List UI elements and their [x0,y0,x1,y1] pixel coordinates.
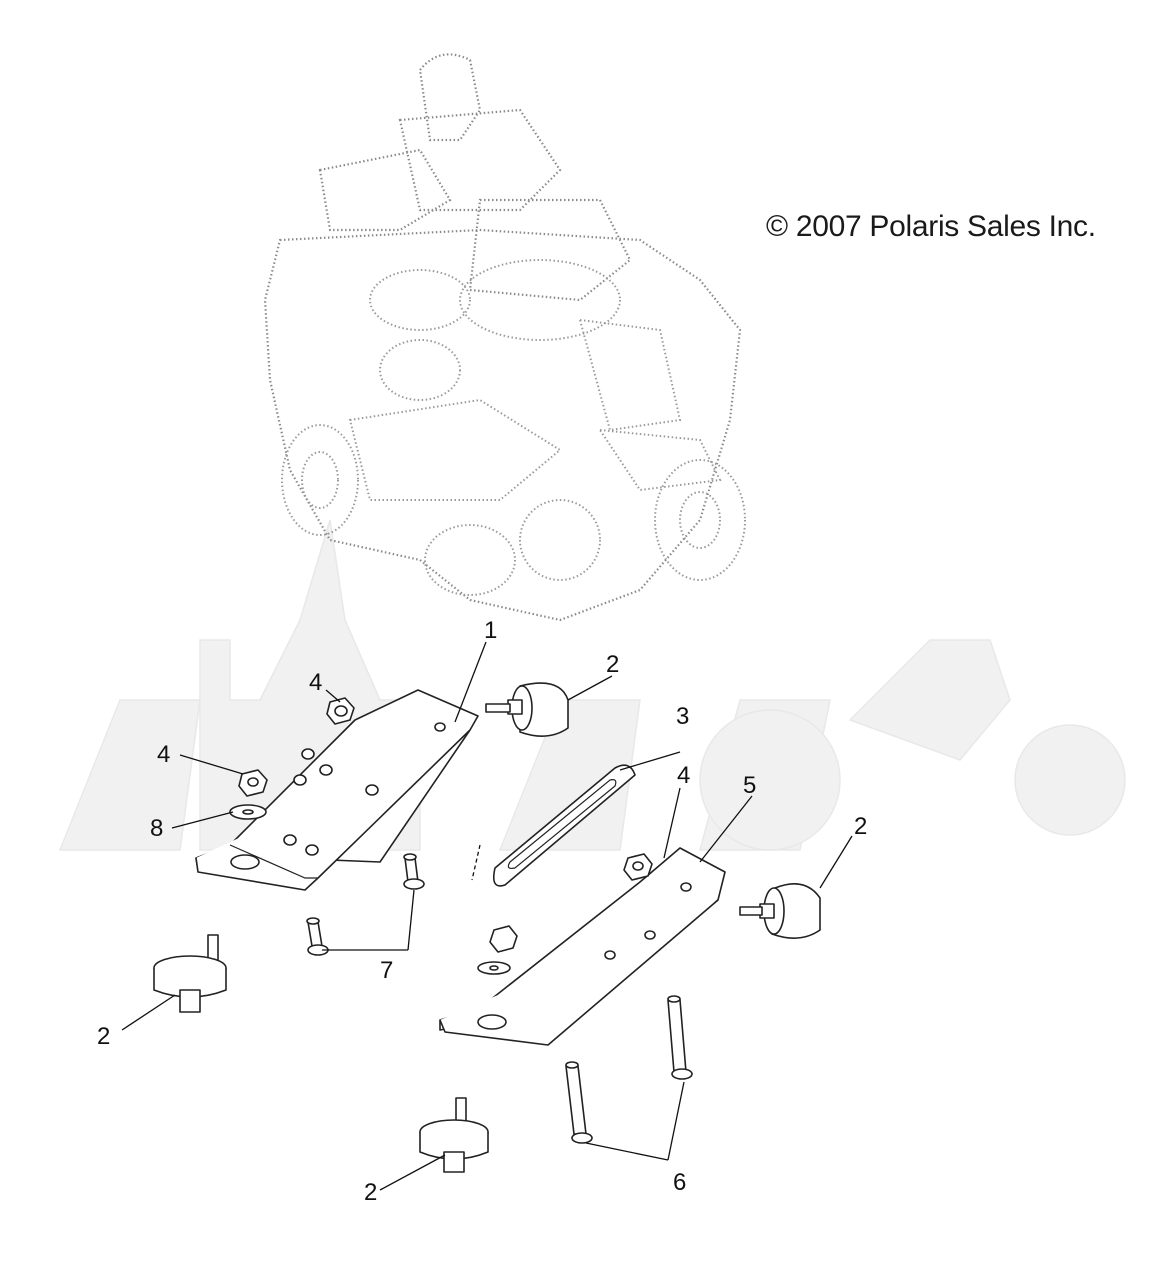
callout-5: 5 [743,772,756,799]
mount-upper-right [485,682,569,737]
nut-right [623,853,653,881]
mount-lower-left [153,934,227,1013]
engine-illustration [263,53,746,622]
callout-4-left: 4 [157,741,170,768]
leader-lines [121,641,853,1191]
bolt-6a [667,995,693,1080]
callout-7: 7 [380,957,393,984]
callout-3: 3 [676,703,689,730]
nut-upper-left [326,697,355,725]
washer-left [229,804,267,820]
bolt-6b [565,1061,593,1144]
left-bracket [195,689,479,891]
callout-8: 8 [150,815,163,842]
callout-4-upper: 4 [309,669,322,696]
callout-2-upper: 2 [606,651,619,678]
callout-2-lower-left: 2 [97,1023,110,1050]
slotted-link [492,764,636,887]
mount-right [739,882,821,939]
callout-4-right: 4 [677,762,690,789]
washer-right [477,961,511,975]
bolt-7b [306,917,329,956]
copyright-notice: © 2007 Polaris Sales Inc. [766,210,1096,243]
callout-1: 1 [484,617,497,644]
bolt-7a [403,853,425,890]
right-bracket [439,847,726,1046]
callout-6: 6 [673,1169,686,1196]
callout-2-lower-right: 2 [364,1179,377,1206]
callout-2-right: 2 [854,813,867,840]
callout-labels: 1 2 3 4 4 8 4 5 2 7 2 2 6 [97,617,867,1206]
nut-left [238,769,268,797]
mount-lower-right [419,1097,489,1173]
nut-right-lower [489,925,518,953]
